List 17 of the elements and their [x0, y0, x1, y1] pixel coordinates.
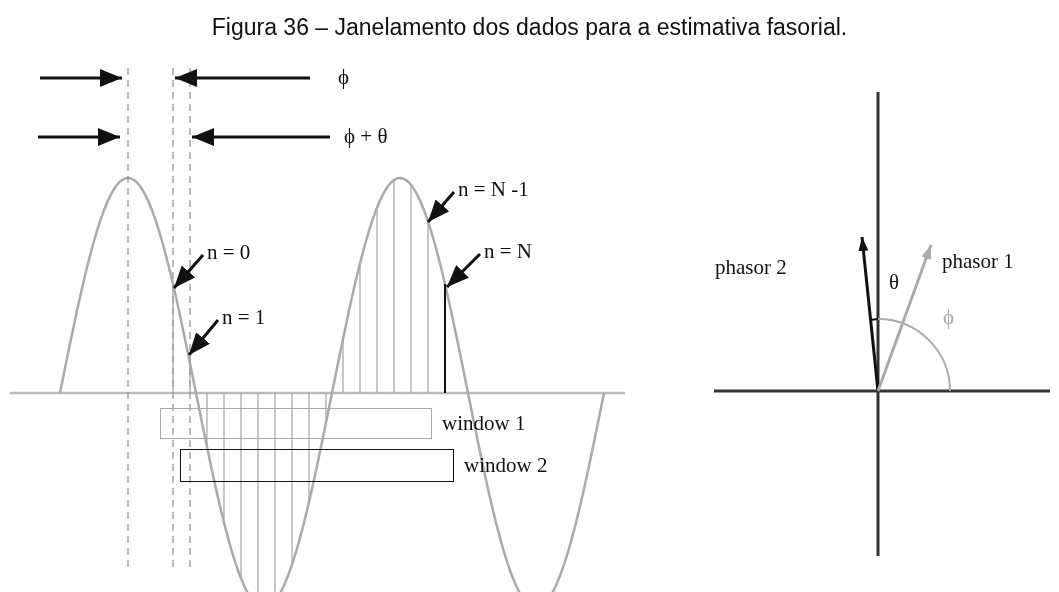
leader-arrow — [172, 254, 205, 289]
window-label: window 2 — [464, 453, 548, 478]
angle-symbol: ϕ — [943, 306, 955, 330]
leader-arrow — [187, 319, 220, 356]
leader-arrow — [426, 191, 456, 223]
phase-label: ϕ + θ — [344, 125, 388, 149]
sample-label: n = 1 — [222, 306, 266, 330]
phasor-label: phasor 2 — [715, 256, 787, 280]
phasor-label: phasor 1 — [942, 250, 1014, 274]
sample-label: n = N -1 — [458, 178, 529, 202]
phase-symbol: ϕ — [338, 66, 350, 90]
angle-symbol: θ — [889, 271, 900, 295]
leader-arrow — [445, 252, 482, 289]
window-label: window 1 — [442, 411, 526, 436]
figure-title: Figura 36 – Janelamento dos dados para a estimativa fasorial. — [210, 14, 849, 41]
sample-label: n = 0 — [207, 241, 251, 265]
sample-label: n = N — [484, 240, 532, 264]
